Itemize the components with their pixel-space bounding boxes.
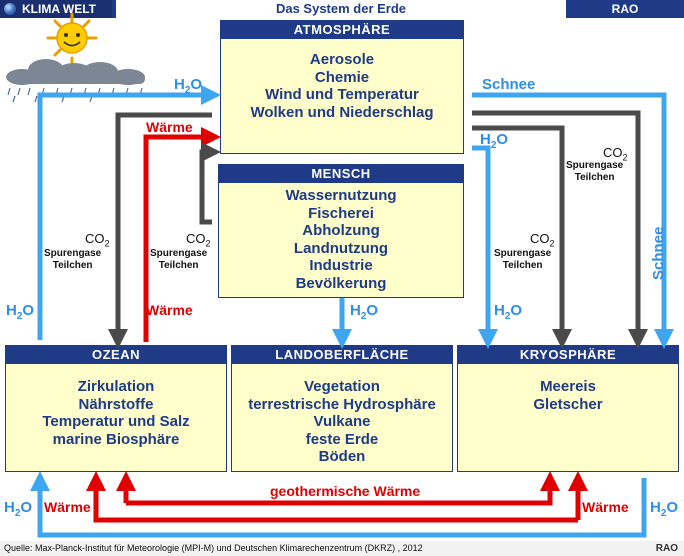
ocean-items: Zirkulation Nährstoffe Temperatur und Sa… [6,364,226,448]
ocean-item: marine Biosphäre [52,430,180,448]
cloud-icon [6,59,145,85]
land-item: Vegetation [304,378,380,395]
human-box: MENSCH Wassernutzung Fischerei Abholzung… [218,164,464,298]
atmosphere-box: ATMOSPHÄRE Aerosole Chemie Wind und Temp… [220,20,464,154]
co2-label: CO2 [603,145,628,163]
cryosphere-items: Meereis Gletscher [458,364,678,413]
snow-label-vertical: Schnee [650,226,667,280]
ocean-item: Temperatur und Salz [42,413,190,430]
cryosphere-item: Meereis [540,378,596,395]
page-title: Das System der Erde [116,0,566,18]
land-item: terrestrische Hydrosphäre [248,395,436,413]
h2o-label: H2O [480,131,509,151]
atmosphere-title: ATMOSPHÄRE [221,21,463,39]
h2o-label: H2O [650,499,679,519]
human-item: Abholzung [302,222,380,239]
land-title: LANDOBERFLÄCHE [232,346,452,364]
human-items: Wassernutzung Fischerei Abholzung Landnu… [219,183,463,292]
atmosphere-item: Chemie [314,68,370,86]
sun-icon [46,12,98,66]
heat-label: Wärme [146,302,193,318]
land-box: LANDOBERFLÄCHE Vegetation terrestrische … [231,345,453,472]
atmosphere-item: Wolken und Niederschlag [250,103,434,121]
brand-label: KLIMA WELT [22,2,96,16]
co2-label: CO2 [530,231,555,249]
land-items: Vegetation terrestrische Hydrosphäre Vul… [232,364,452,466]
co2-label: CO2 [186,231,211,249]
heat-label: Wärme [44,499,91,515]
globe-icon [4,3,16,15]
co2-label: CO2 [85,231,110,249]
ocean-box: OZEAN Zirkulation Nährstoffe Temperatur … [5,345,227,472]
cryosphere-box: KRYOSPHÄRE Meereis Gletscher [457,345,679,472]
ocean-title: OZEAN [6,346,226,364]
h2o-label: H2O [4,499,33,519]
h2o-label: H2O [174,76,203,96]
gas-arrow [199,142,221,225]
heat-label: Wärme [582,499,629,515]
h2o-label: H2O [6,302,35,322]
snow-label: Schnee [482,76,536,93]
ocean-item: Zirkulation [77,378,155,395]
atmosphere-item: Wind und Temperatur [265,86,419,103]
brand-tab[interactable]: KLIMA WELT [0,0,112,18]
source-credit: Quelle: Max-Planck-Institut für Meteorol… [4,543,423,553]
human-item: Industrie [309,257,373,274]
land-item: Böden [318,448,366,465]
human-item: Wassernutzung [285,187,397,204]
geothermal-label: geothermische Wärme [270,483,421,499]
ocean-item: Nährstoffe [78,395,154,413]
human-item: Bevölkerung [295,274,387,292]
atmosphere-items: Aerosole Chemie Wind und Temperatur Wolk… [221,39,463,121]
publisher-label: RAO [611,2,639,16]
rain-icon [7,87,143,103]
top-bar: KLIMA WELT Das System der Erde RAO [0,0,684,18]
footer: Quelle: Max-Planck-Institut für Meteorol… [0,541,684,556]
cryosphere-item: Gletscher [533,395,603,413]
atmosphere-item: Aerosole [309,51,375,68]
h2o-label: H2O [494,302,523,322]
footer-brand: RAO [655,543,678,554]
heat-label: Wärme [146,119,193,135]
land-item: Vulkane [313,413,371,430]
h2o-label: H2O [350,302,379,322]
land-item: feste Erde [305,430,379,448]
water-arrow [472,145,498,349]
human-item: Fischerei [308,204,374,222]
human-title: MENSCH [219,165,463,183]
cryosphere-title: KRYOSPHÄRE [458,346,678,364]
human-item: Landnutzung [293,239,389,257]
